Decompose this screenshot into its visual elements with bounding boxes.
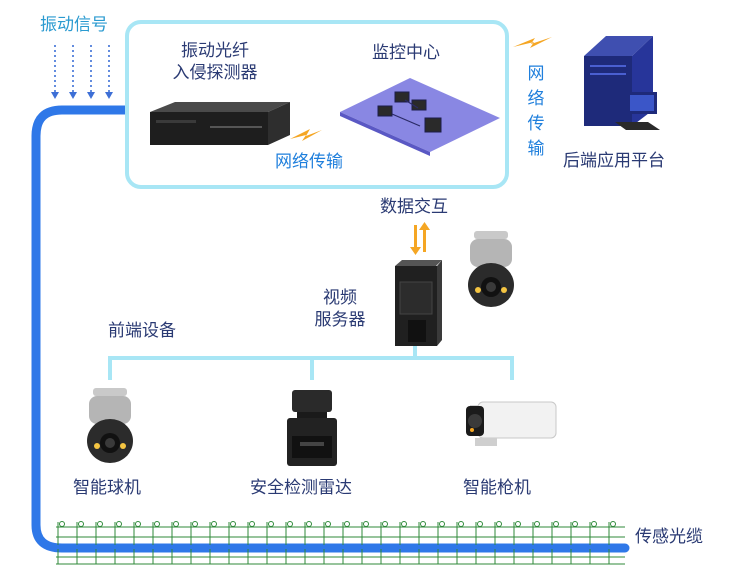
network-transmission-label: 网络传输 [275,152,343,172]
frontend-bus [108,346,514,380]
vibration-arrows [54,45,110,92]
fence-wire-loop [553,521,559,527]
bullet-camera-icon [466,401,557,446]
detector-label: 振动光纤 入侵探测器 [172,41,258,83]
frontend-devices-label: 前端设备 [108,321,176,341]
radar-icon [287,390,337,466]
radar-label: 安全检测雷达 [250,478,352,498]
fence-wire-loop [59,521,65,527]
fence-wire-loop [173,521,179,527]
video-server-icon [395,260,442,346]
fence-wire-loop [97,521,103,527]
fence-wire-loop [496,521,502,527]
fence-wire-loop [325,521,331,527]
data-interaction-label: 数据交互 [380,197,448,217]
fence-wire-loop [135,521,141,527]
fence-wire-loop [439,521,445,527]
fence-wire-loop [249,521,255,527]
arrow-down-icon [51,92,113,99]
monitor-center-label: 监控中心 [372,43,440,63]
fence-wire-loop [116,521,122,527]
fence-wire-loop [230,521,236,527]
fence-wire-loop [382,521,388,527]
fence-wire-loop [78,521,84,527]
fence-wire-loop [192,521,198,527]
fence-wire-loop [363,521,369,527]
tower-pc-icon [584,36,660,130]
network-transmission-vertical-label: 网 络 传 输 [527,64,545,159]
fence-wire-loop [534,521,540,527]
dome-camera-label: 智能球机 [73,478,141,498]
fence-wire-loop [610,521,616,527]
sensing-cable-line [31,105,630,553]
fence-wire-loop [287,521,293,527]
fence-wire-loop [268,521,274,527]
fence-wire-loop [211,521,217,527]
fence-icon [56,526,625,565]
lightning-icon [290,37,552,141]
backend-platform-label: 后端应用平台 [563,151,665,171]
server-rack-icon [150,102,290,145]
fence-wire-loop [401,521,407,527]
video-server-label: 视频 服务器 [314,288,366,330]
fence-wire-loop [458,521,464,527]
fence-wire-loop [344,521,350,527]
fence-posts [57,521,616,564]
vibration-signal-label: 振动信号 [40,15,108,35]
data-exchange-arrows [410,222,430,255]
fence-wire-loop [420,521,426,527]
dome-camera-icon [87,388,133,463]
fence-wire-loop [515,521,521,527]
sensing-cable-label: 传感光缆 [635,527,703,547]
monitor-network-icon [340,78,500,156]
fence-wire-loop [306,521,312,527]
fence-wire-loop [572,521,578,527]
dome-camera-icon [468,231,514,307]
bullet-camera-label: 智能枪机 [463,478,531,498]
fence-wire-loop [591,521,597,527]
fence-wire-loop [477,521,483,527]
fence-wire-loop [154,521,160,527]
